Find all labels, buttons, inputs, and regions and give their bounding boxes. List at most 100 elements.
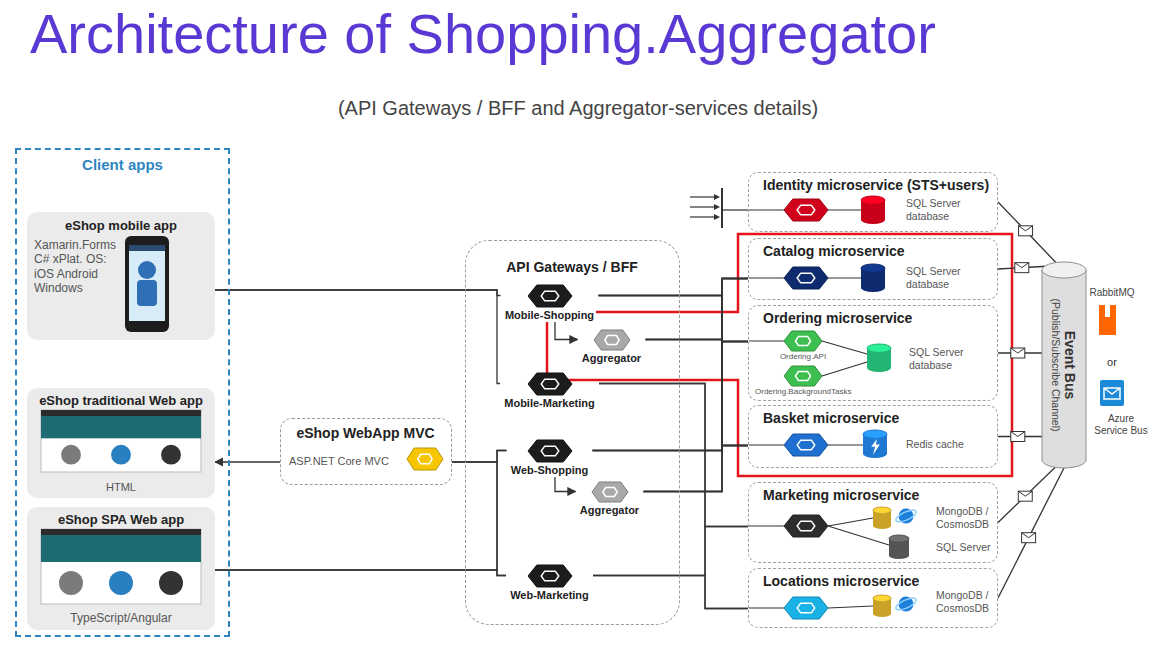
box-heading: Event Bus bbox=[1062, 331, 1079, 399]
service-icon bbox=[407, 448, 443, 470]
phone-figure bbox=[138, 261, 156, 279]
connector bbox=[644, 446, 749, 492]
service-icon bbox=[528, 565, 572, 587]
envelope-icon bbox=[1011, 348, 1025, 358]
diagram-title: Architecture of Shopping.Aggregator bbox=[30, 0, 936, 67]
connector bbox=[646, 279, 749, 340]
microservice-box: Catalog microserviceSQL Server database bbox=[748, 238, 998, 300]
envelope-icon bbox=[1019, 226, 1033, 236]
envelope-icon bbox=[1022, 533, 1036, 543]
box-text: SQL Server database bbox=[906, 265, 978, 290]
service-icon bbox=[528, 440, 572, 462]
database-icon-top bbox=[863, 430, 887, 438]
service-icon-inner bbox=[795, 337, 810, 346]
connector bbox=[998, 464, 1066, 598]
connector bbox=[599, 296, 749, 446]
service-icon bbox=[784, 434, 828, 456]
service-icon bbox=[528, 373, 572, 395]
box-text: Redis cache bbox=[906, 438, 964, 451]
client-app-card: eShop mobile appXamarin.Forms C# xPlat. … bbox=[27, 212, 215, 340]
box-heading: Web-Shopping bbox=[509, 464, 590, 477]
box-heading: eShop WebApp MVC bbox=[281, 425, 450, 442]
service-icon bbox=[784, 199, 828, 221]
service-icon-inner bbox=[602, 487, 616, 496]
wire bbox=[690, 196, 716, 197]
service-icon bbox=[784, 515, 828, 537]
screenshot-frame bbox=[41, 529, 201, 604]
screenshot-frame bbox=[41, 410, 201, 472]
connector bbox=[452, 451, 507, 463]
envelope-body bbox=[1018, 491, 1032, 501]
connector bbox=[215, 461, 280, 462]
connector bbox=[215, 290, 501, 296]
microservice-box: Ordering microserviceOrdering.APIOrderin… bbox=[748, 305, 998, 401]
microservice-box: Locations microserviceMongoDB / CosmosDB bbox=[748, 568, 998, 628]
wire bbox=[749, 340, 784, 341]
connector bbox=[215, 451, 507, 571]
box-heading: eShop traditional Web app bbox=[27, 393, 215, 409]
connector bbox=[215, 290, 500, 384]
node-art bbox=[528, 285, 572, 307]
label-text: Azure Service Bus bbox=[1093, 413, 1149, 437]
screenshot-header bbox=[41, 410, 201, 416]
envelope-body bbox=[1022, 533, 1036, 543]
redis-bolt bbox=[871, 439, 880, 455]
box-heading: Catalog microservice bbox=[763, 243, 905, 260]
box-text: (Publish/Subscribe Channel) bbox=[1050, 298, 1063, 431]
box-heading: Ordering microservice bbox=[763, 310, 912, 327]
wire bbox=[722, 209, 748, 210]
service-icon bbox=[784, 267, 828, 289]
database-icon-top bbox=[867, 344, 891, 352]
rabbitmq-icon bbox=[1099, 305, 1116, 335]
screenshot-header bbox=[41, 529, 201, 535]
bus-body bbox=[1042, 270, 1086, 468]
dashed-container: Mobile-ShoppingAggregatorMobile-Marketin… bbox=[465, 240, 680, 625]
database-icon-top bbox=[873, 507, 891, 514]
connector bbox=[998, 464, 1059, 523]
gateway-node: Mobile-Marketing bbox=[500, 373, 599, 410]
microservice-box: Identity microservice (STS+users)SQL Ser… bbox=[748, 172, 998, 232]
box-text: Xamarin.Forms C# xPlat. OS: iOS Android … bbox=[34, 238, 122, 296]
cosmos-ring bbox=[894, 596, 917, 612]
service-icon-inner bbox=[797, 603, 815, 613]
box-heading: Mobile-Shopping bbox=[503, 309, 596, 322]
node-art bbox=[594, 330, 630, 350]
service-icon bbox=[784, 331, 822, 351]
caption-text: (API Gateways / BFF and Aggregator-servi… bbox=[0, 96, 1156, 120]
screenshot-product bbox=[159, 571, 183, 595]
connector bbox=[452, 462, 506, 576]
azure-icon-envelope bbox=[1104, 388, 1120, 399]
envelope-body bbox=[1019, 226, 1033, 236]
connector bbox=[599, 279, 749, 296]
box-text: Ordering.BackgroundTasks bbox=[755, 387, 852, 397]
wire bbox=[749, 277, 784, 278]
wire bbox=[749, 525, 784, 526]
box-heading: Basket microservice bbox=[763, 410, 899, 427]
azure-icon bbox=[1100, 380, 1124, 406]
connector bbox=[593, 576, 748, 609]
box-text: SQL Server database bbox=[906, 197, 978, 222]
database-icon-top bbox=[889, 535, 909, 542]
client-app-card: eShop SPA Web appTypeScript/Angular bbox=[27, 507, 215, 630]
wire bbox=[822, 341, 867, 354]
envelope-flap bbox=[1019, 226, 1033, 231]
box-text: MongoDB / CosmosDB bbox=[936, 589, 996, 614]
service-icon bbox=[784, 597, 828, 619]
client-app-card: eShop traditional Web appHTML bbox=[27, 388, 215, 498]
box-heading: eShop mobile app bbox=[27, 218, 215, 234]
connector bbox=[644, 342, 749, 492]
connector bbox=[646, 340, 749, 446]
box-heading: Client apps bbox=[17, 156, 228, 174]
microservice-box: Basket microserviceRedis cache bbox=[748, 405, 998, 468]
wire bbox=[828, 277, 861, 278]
service-icon-inner bbox=[604, 335, 618, 344]
wire bbox=[828, 606, 873, 608]
connector bbox=[593, 527, 748, 576]
box-text: SQL Server database bbox=[909, 346, 981, 371]
envelope-flap bbox=[1015, 263, 1029, 268]
connector bbox=[644, 279, 749, 492]
node-art bbox=[466, 241, 681, 626]
phone-figure bbox=[137, 280, 157, 306]
arrow-head bbox=[714, 204, 720, 210]
box-heading: Marketing microservice bbox=[763, 487, 919, 504]
